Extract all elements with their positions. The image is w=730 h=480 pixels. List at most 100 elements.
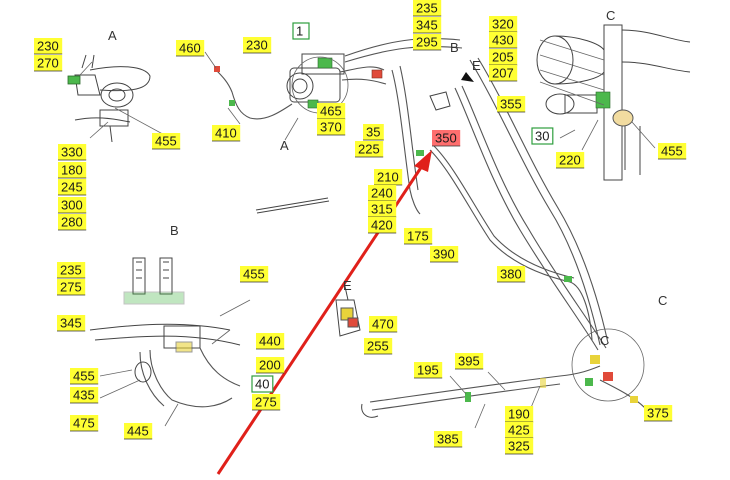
callout-box [489,49,518,65]
callout-box [413,34,442,50]
callout-box [369,316,398,332]
callout-text: 40 [255,377,269,392]
callout-box [256,333,285,349]
callout-box [658,143,687,159]
callout-text: 230 [246,38,268,53]
callout-box [57,315,86,331]
callout-text: 370 [320,120,342,135]
callout-text: 235 [416,1,438,16]
callout-350: 350 [432,130,461,147]
callout-430: 430 [489,32,518,49]
callout-box [556,152,585,168]
view-letters: A B C E A B C E C [108,8,667,348]
callout-text: 455 [661,144,683,159]
callout-text: 295 [416,35,438,50]
callout-465: 465 [317,103,346,120]
callout-box [414,362,443,378]
callout-455: 455 [658,143,687,160]
callout-box [70,415,99,431]
view-letter: A [280,138,289,153]
callout-box [58,144,87,160]
callout-box [70,387,99,403]
callout-460: 460 [176,40,205,57]
callout-text: 460 [179,41,201,56]
callout-box [497,96,526,112]
callout-text: 410 [215,126,237,141]
callout-box [364,338,393,354]
view-letter: E [343,278,352,293]
callout-text: 425 [508,423,530,438]
callout-text: 195 [417,363,439,378]
detail-e-drawing [335,281,361,337]
callout-210: 210 [374,169,403,186]
callout-box [251,375,274,393]
callout-text: 355 [500,97,522,112]
callout-box [70,368,99,384]
callout-text: 270 [37,56,59,71]
callout-text: 320 [492,17,514,32]
callout-320: 320 [489,16,518,33]
callout-box [489,65,518,81]
callout-275: 275 [57,279,86,296]
callout-box [292,22,310,40]
callout-370: 370 [317,119,346,136]
callout-text: 375 [647,406,669,421]
callout-1: 1 [292,22,310,40]
callout-300: 300 [58,197,87,214]
callout-395: 395 [455,353,484,370]
callout-30: 30 [531,127,554,145]
callout-text: 315 [371,202,393,217]
callout-box [413,17,442,33]
callout-box [243,37,272,53]
callout-207: 207 [489,65,518,82]
callout-text: 345 [60,316,82,331]
callout-box [34,38,63,54]
callout-box [57,279,86,295]
callout-text: 235 [60,263,82,278]
lower-hose-drawing [361,365,601,429]
view-letter: B [450,40,459,55]
callout-text: 35 [366,125,380,140]
callout-245: 245 [58,179,87,196]
callout-195: 195 [414,362,443,379]
rod-drawing [255,197,330,214]
callout-box [252,394,281,410]
callout-text: 455 [243,267,265,282]
view-e-indicator-icon [461,72,474,82]
callout-315: 315 [368,201,397,218]
callout-box [497,266,526,282]
callout-box [240,266,269,282]
callout-text: 455 [73,369,95,384]
callout-text: 350 [435,131,457,146]
callout-205: 205 [489,49,518,66]
callout-225: 225 [355,141,384,158]
callout-275: 275 [252,394,281,411]
callout-390: 390 [430,246,459,263]
callout-text: 207 [492,66,514,81]
callout-text: 435 [73,388,95,403]
view-letter: E [472,58,481,73]
callout-box [57,262,86,278]
callout-text: 220 [559,153,581,168]
callout-355: 355 [497,96,526,113]
callout-295: 295 [413,34,442,51]
sensor-cable-drawing [204,51,293,125]
callout-box [489,16,518,32]
callout-280: 280 [58,214,87,231]
callout-40: 40 [251,375,274,393]
callout-text: 175 [407,229,429,244]
callout-255: 255 [364,338,393,355]
callout-text: 180 [61,163,83,178]
callout-box [531,127,554,145]
callout-box [176,40,205,56]
detail-a-drawing [67,54,171,143]
detail-b-drawing [89,257,251,427]
callout-235: 235 [57,262,86,279]
view-letter: A [108,28,117,43]
callout-box [58,179,87,195]
callout-box [489,32,518,48]
callout-475: 475 [70,415,99,432]
callout-445: 445 [124,423,153,440]
callout-box [644,405,673,421]
